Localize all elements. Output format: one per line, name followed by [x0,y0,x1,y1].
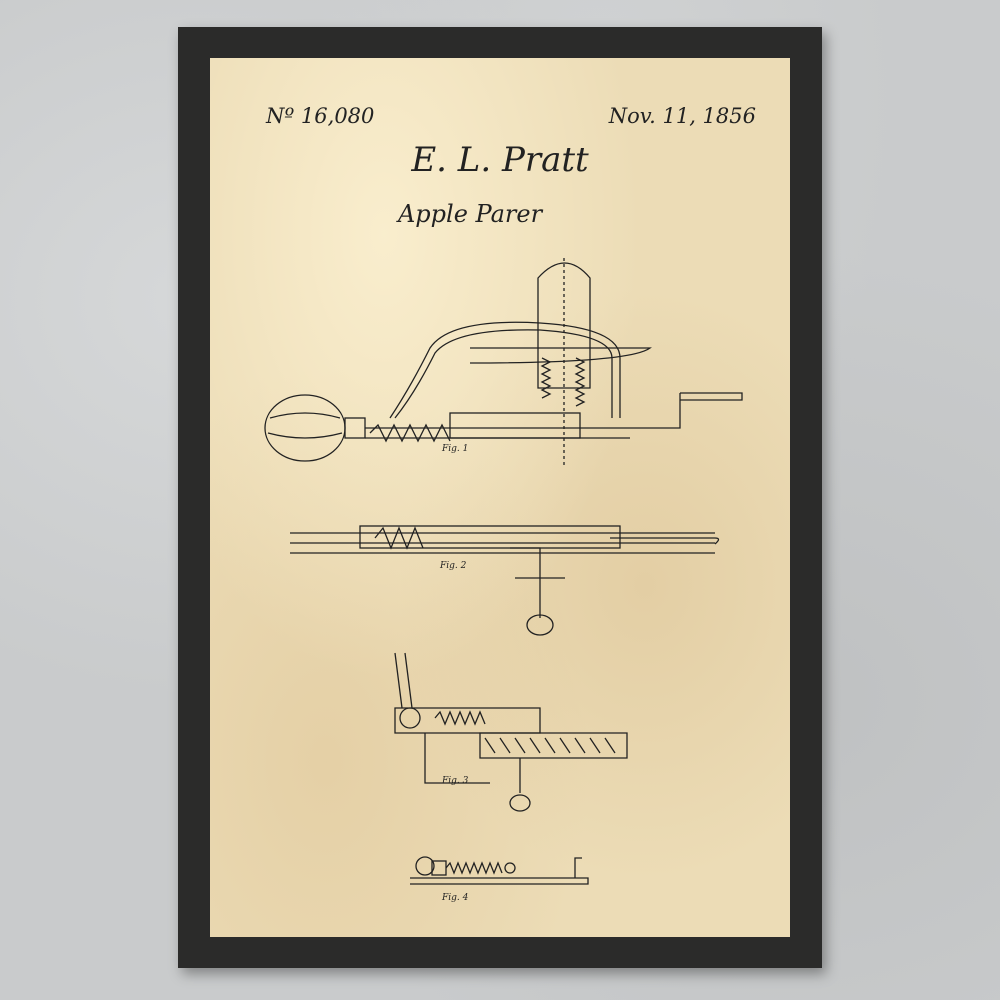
figure-1-label: Fig. 1 [442,444,468,454]
figure-4-label: Fig. 4 [442,893,468,903]
figure-1-drawing [265,258,742,468]
figure-3-label: Fig. 3 [442,776,468,786]
figure-3-drawing [395,653,627,811]
figure-4-drawing [410,857,588,884]
figure-2-label: Fig. 2 [440,561,466,571]
picture-frame: Nº 16,080 Nov. 11, 1856 E. L. Pratt Appl… [178,27,822,968]
patent-drawings [210,58,790,937]
figure-2-drawing [290,526,719,635]
patent-print: Nº 16,080 Nov. 11, 1856 E. L. Pratt Appl… [210,58,790,937]
